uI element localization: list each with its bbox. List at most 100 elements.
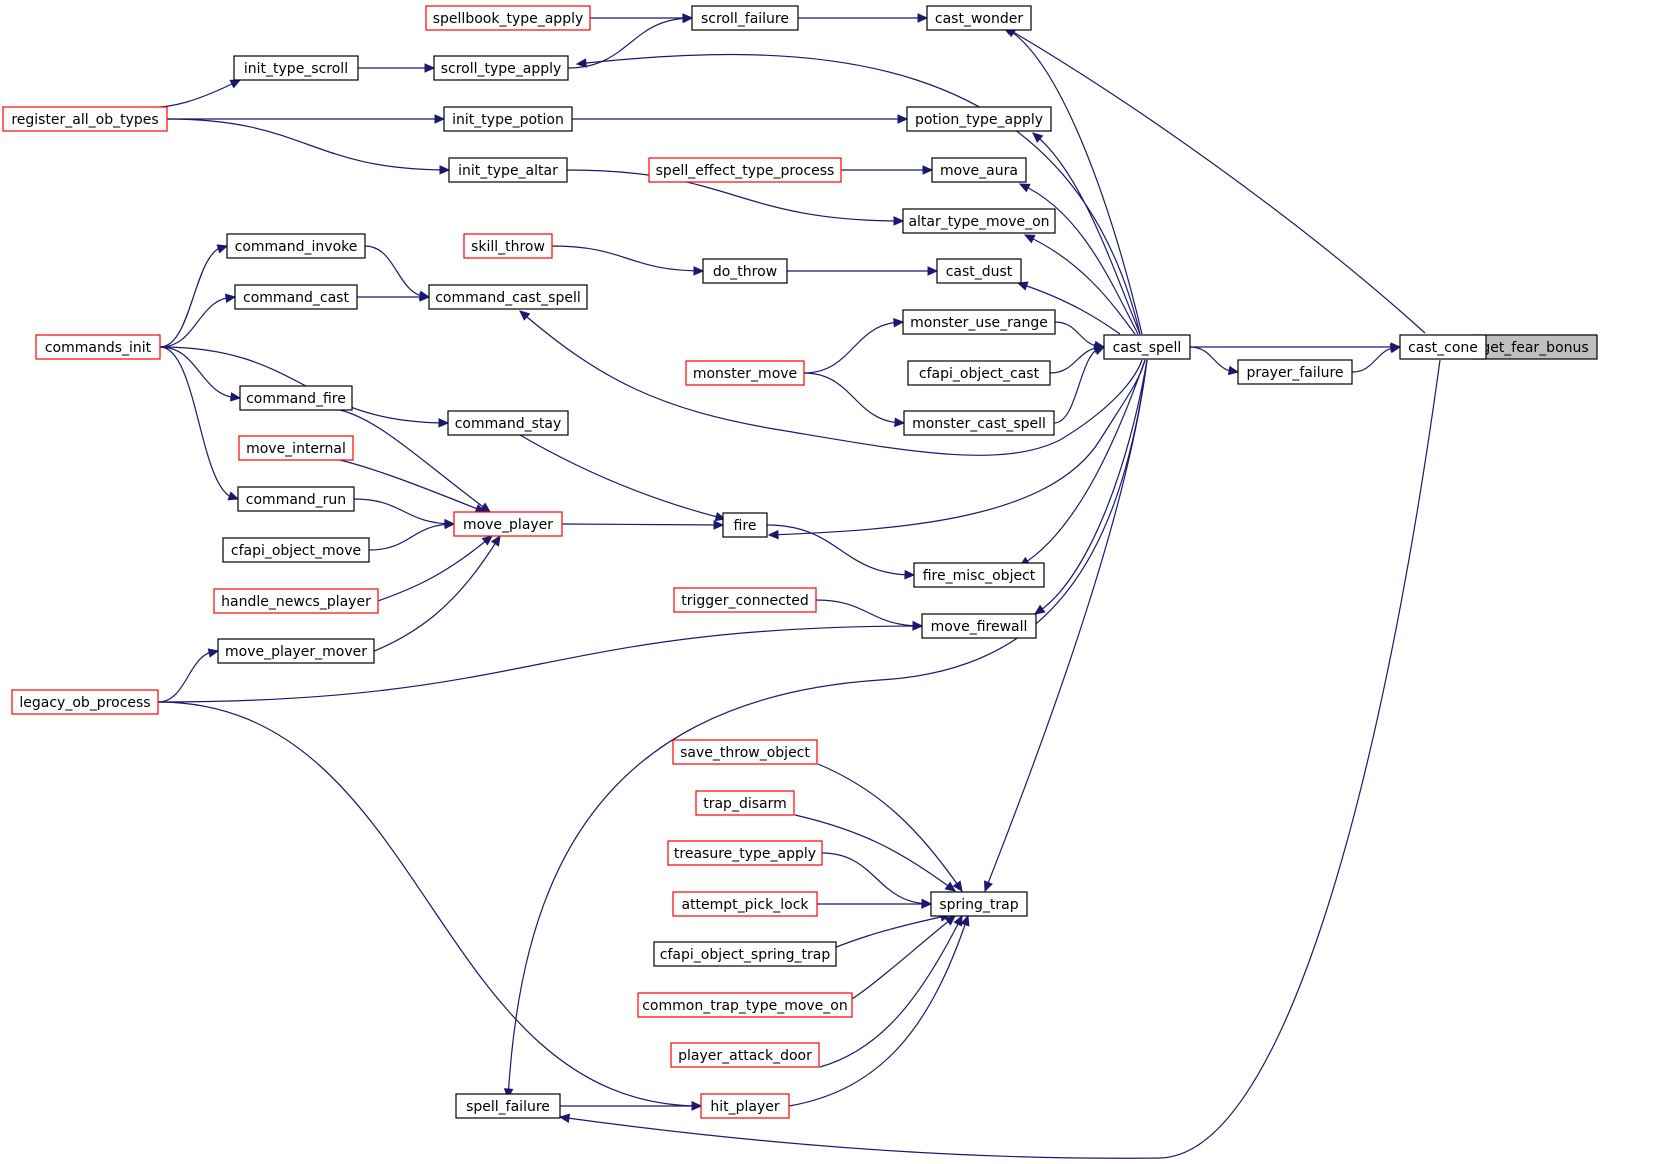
node-box [447,410,569,436]
node-label: monster_cast_spell [912,416,1046,432]
edge-spring_trap-to-cast_spell [984,359,1148,892]
node-monster-use-range[interactable]: monster_use_range [902,309,1056,335]
node-common-trap-type-move-on[interactable]: common_trap_type_move_on [637,992,853,1018]
arrowhead [1023,234,1036,244]
node-player-attack-door[interactable]: player_attack_door [670,1042,820,1068]
edges-layer [139,13,1486,1159]
node-trigger-connected[interactable]: trigger_connected [673,587,817,613]
node-cast-dust[interactable]: cast_dust [936,258,1022,284]
node-label: hit_player [710,1099,780,1115]
node-label: common_trap_type_move_on [642,998,848,1014]
node-label: command_fire [246,391,346,407]
node-trap-disarm[interactable]: trap_disarm [695,790,795,816]
node-spellbook-type-apply[interactable]: spellbook_type_apply [425,5,591,31]
node-init-type-potion[interactable]: init_type_potion [443,106,573,132]
node-move-firewall[interactable]: move_firewall [921,613,1037,639]
node-box [448,157,568,183]
node-init-type-altar[interactable]: init_type_altar [448,157,568,183]
arrowhead [921,899,933,909]
arrowhead [424,63,436,73]
arrowhead [1093,346,1106,356]
node-scroll-type-apply[interactable]: scroll_type_apply [433,55,569,81]
node-command-stay[interactable]: command_stay [447,410,569,436]
node-attempt-pick-lock[interactable]: attempt_pick_lock [672,891,818,917]
node-label: command_invoke [235,239,358,255]
node-cfapi-object-spring-trap[interactable]: cfapi_object_spring_trap [653,941,837,967]
node-label: cast_cone [1408,340,1478,356]
node-box [222,537,370,563]
node-box [637,992,853,1018]
node-label: legacy_ob_process [19,695,150,711]
arrowhead [984,880,993,893]
node-monster-cast-spell[interactable]: monster_cast_spell [903,410,1055,436]
arrowhead [419,292,431,302]
node-label: spell_failure [466,1099,550,1115]
arrowhead [897,114,909,124]
node-box [913,562,1045,588]
node-box [936,258,1022,284]
node-box [463,233,553,259]
arrowhead [922,165,934,175]
node-fire-misc-object[interactable]: fire_misc_object [913,562,1045,588]
node-prayer-failure[interactable]: prayer_failure [1237,359,1353,385]
arrowhead [439,165,451,175]
node-command-fire[interactable]: command_fire [239,385,353,411]
edge-move_internal-to-move_player [339,459,486,513]
arrowhead [444,519,456,530]
node-label: cast_dust [946,264,1013,280]
node-spell-effect-type-process[interactable]: spell_effect_type_process [648,157,842,183]
node-cfapi-object-move[interactable]: cfapi_object_move [222,537,370,563]
edge-move_player-to-fire [561,523,724,526]
edge-treasure_type_apply-to-spring_trap [821,852,932,905]
node-command-cast[interactable]: command_cast [234,284,358,310]
node-move-aura[interactable]: move_aura [931,157,1027,183]
arrowhead [558,1113,571,1124]
node-move-internal[interactable]: move_internal [238,435,354,461]
node-save-throw-object[interactable]: save_throw_object [672,739,818,765]
arrowhead [927,266,939,276]
node-label: move_internal [246,441,346,457]
node-label: cast_spell [1113,340,1182,356]
node-label: init_type_altar [458,163,558,179]
node-do-throw[interactable]: do_throw [702,258,788,284]
node-cast-wonder[interactable]: cast_wonder [926,5,1032,31]
node-commands-init[interactable]: commands_init [35,334,161,360]
node-box [906,106,1052,132]
node-register-all-ob-types[interactable]: register_all_ob_types [2,106,168,132]
node-skill-throw[interactable]: skill_throw [463,233,553,259]
arrowhead [960,914,970,927]
arrowhead [490,534,501,547]
node-spell-failure[interactable]: spell_failure [455,1093,561,1119]
arrowhead [682,13,694,24]
edge-monster_move-to-monster_use_range [803,321,904,374]
node-handle-newcs-player[interactable]: handle_newcs_player [213,588,379,614]
edge-command_fire-to-move_player [339,409,491,513]
arrowhead [227,491,240,501]
node-label: potion_type_apply [915,112,1043,128]
node-move-player[interactable]: move_player [453,511,563,537]
node-scroll-failure[interactable]: scroll_failure [691,5,799,31]
node-altar-type-move-on[interactable]: altar_type_move_on [902,208,1056,234]
node-command-cast-spell[interactable]: command_cast_spell [428,284,588,310]
node-command-invoke[interactable]: command_invoke [226,233,366,259]
node-cfapi-object-cast[interactable]: cfapi_object_cast [907,360,1051,386]
node-legacy-ob-process[interactable]: legacy_ob_process [11,689,159,715]
node-get-fear-bonus[interactable]: get_fear_bonus [1472,334,1598,360]
node-move-player-mover[interactable]: move_player_mover [217,638,375,664]
node-label: spellbook_type_apply [433,11,584,27]
arrowhead [1033,604,1046,615]
node-fire[interactable]: fire [722,512,768,538]
node-cast-spell[interactable]: cast_spell [1103,334,1191,360]
arrowhead [1227,365,1240,376]
arrowhead [767,529,779,540]
edge-legacy_ob_process-to-move_firewall [157,625,923,703]
node-command-run[interactable]: command_run [237,486,355,512]
node-init-type-scroll[interactable]: init_type_scroll [233,55,359,81]
node-hit-player[interactable]: hit_player [700,1093,790,1119]
node-treasure-type-apply[interactable]: treasure_type_apply [667,840,823,866]
node-box [921,613,1037,639]
node-cast-cone[interactable]: cast_cone [1399,334,1487,360]
node-potion-type-apply[interactable]: potion_type_apply [906,106,1052,132]
node-spring-trap[interactable]: spring_trap [930,891,1028,917]
node-monster-move[interactable]: monster_move [685,360,805,386]
